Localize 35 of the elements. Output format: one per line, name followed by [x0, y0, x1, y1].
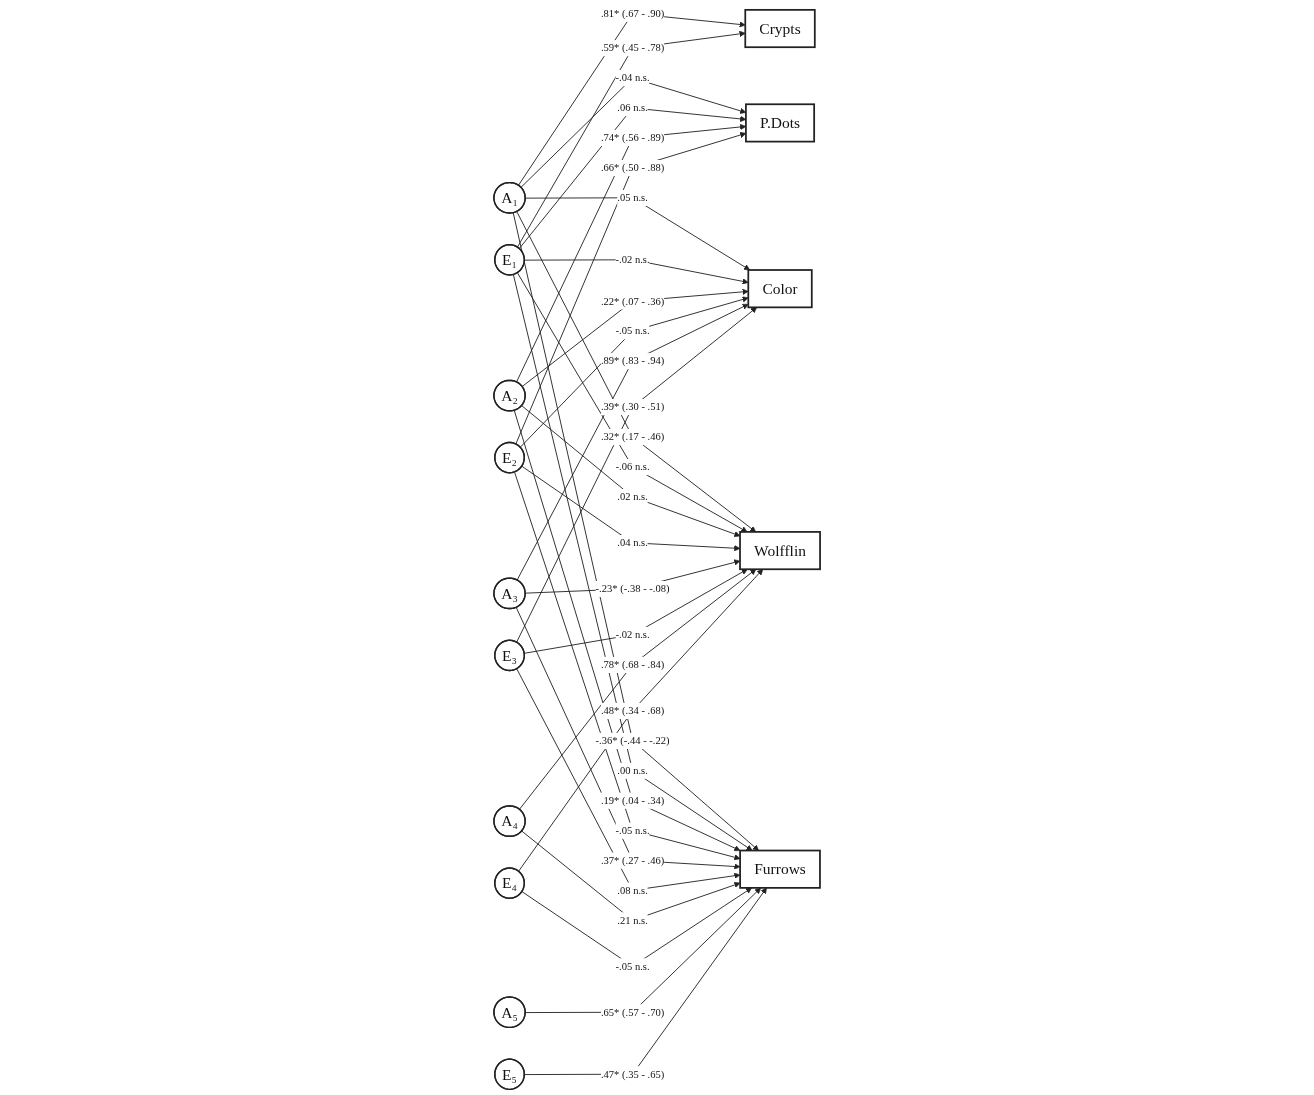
edge-label: -.05 n.s. — [615, 824, 650, 836]
edge-label: .04 n.s. — [617, 537, 648, 549]
edge-label: .81* (.67 - .90) — [600, 7, 665, 20]
edge-label: .02 n.s. — [617, 491, 648, 503]
edge-label: .89* (.83 - .94) — [600, 355, 665, 367]
edge-label: .21 n.s. — [617, 914, 648, 926]
edge-label: -.05 n.s. — [615, 325, 650, 337]
edge-label: .48* (.34 - .68) — [600, 704, 665, 717]
edge-label: -.04 n.s. — [615, 72, 650, 84]
edge-label: .59* (.45 - .78) — [600, 42, 665, 54]
node-box: Wolfflin — [739, 531, 821, 571]
edge-label: -.23* (-.38 - -.08) — [595, 582, 670, 595]
edge-label: .47* (.35 - .65) — [600, 1068, 665, 1080]
edge-label: .39* (.30 - .51) — [600, 401, 665, 413]
edge-label: -.05 n.s. — [615, 960, 650, 972]
edge-label: .66* (.50 - .88) — [600, 162, 665, 174]
edge-label: -.02 n.s. — [615, 628, 650, 641]
edge-label: .74* (.56 - .89) — [600, 132, 665, 144]
edge-label: .19* (.04 - .34) — [600, 794, 665, 806]
edge-label: -.06 n.s. — [615, 461, 650, 473]
edge-label: -.36* (-.44 - -.22) — [595, 734, 670, 747]
node-box: P.Dots — [745, 103, 816, 143]
edge-label: .78* (.68 - .84) — [600, 658, 665, 671]
edge-label: -.02 n.s. — [615, 253, 650, 266]
edge-label: .65* (.57 - .70) — [600, 1006, 665, 1018]
edge-label: .00 n.s. — [617, 764, 648, 777]
node-box: Furrows — [739, 849, 821, 889]
edge-label: .05 n.s. — [617, 191, 648, 204]
edge-label: .08 n.s. — [617, 884, 648, 896]
edge-label: .22* (.07 - .36) — [600, 295, 665, 307]
edge-label: .32* (.17 - .46) — [600, 431, 665, 443]
node-box: Crypts — [744, 8, 816, 49]
node-box: Color — [747, 269, 813, 309]
edge-label: .06 n.s. — [617, 102, 648, 114]
edge-label: .37* (.27 - .46) — [600, 854, 665, 866]
